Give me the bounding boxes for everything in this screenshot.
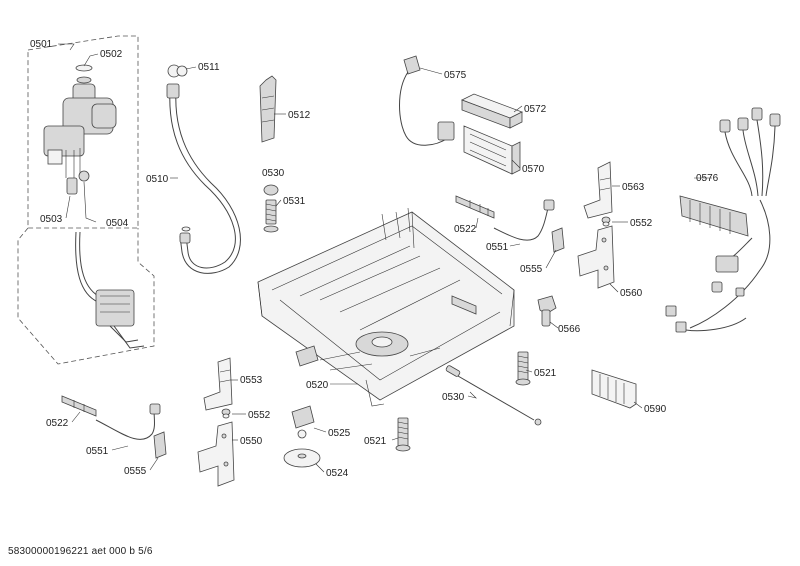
label-0552-left: 0552: [248, 410, 271, 421]
sensor-cable-0551-left: [95, 403, 161, 440]
label-0570: 0570: [522, 164, 545, 175]
label-0551-left: 0551: [86, 446, 109, 457]
foot-0530-0531: [263, 184, 279, 233]
filter-housing-0570: [463, 125, 521, 175]
label-0510: 0510: [146, 174, 169, 185]
sensor-cable-0551-right: [493, 199, 555, 241]
label-0576: 0576: [696, 173, 719, 184]
group-0504-outline: [17, 227, 155, 365]
rail-0522-left: [61, 395, 97, 417]
label-0525: 0525: [328, 428, 351, 439]
label-0522-right: 0522: [454, 224, 477, 235]
part-0590: [591, 369, 637, 409]
label-0530-bottom: 0530: [442, 392, 465, 403]
label-0551-right: 0551: [486, 242, 509, 253]
screw-0552-right: [601, 216, 611, 227]
hose-retainer-0512: [259, 75, 277, 143]
label-0560: 0560: [620, 288, 643, 299]
label-0555-right: 0555: [520, 264, 543, 275]
label-0520: 0520: [306, 380, 329, 391]
label-0590: 0590: [644, 404, 667, 415]
label-0552-right: 0552: [630, 218, 653, 229]
power-cable-0575: [399, 55, 455, 146]
screw-0552-left: [221, 408, 231, 419]
bracket-0563: [583, 161, 613, 219]
label-0530-top: 0530: [262, 168, 285, 179]
disc-0524: [283, 448, 321, 468]
foot-0521-right: [515, 351, 531, 386]
part-0566: [537, 295, 557, 327]
label-0522-left: 0522: [46, 418, 69, 429]
label-0501: 0501: [30, 39, 53, 50]
label-0563: 0563: [622, 182, 645, 193]
label-0531: 0531: [283, 196, 306, 207]
label-0555-left: 0555: [124, 466, 147, 477]
inlet-hose-0504: [75, 231, 145, 349]
foot-0521-bottom: [395, 417, 411, 452]
label-0572: 0572: [524, 104, 547, 115]
label-0511: 0511: [198, 62, 220, 73]
label-0504: 0504: [106, 218, 129, 229]
water-valve-assembly: [43, 64, 117, 195]
filter-0572: [461, 93, 523, 129]
rod-0530: [445, 365, 542, 426]
clip-0555-left: [153, 431, 167, 459]
label-0553: 0553: [240, 375, 263, 386]
label-0521-right: 0521: [534, 368, 557, 379]
leader-lines: [58, 43, 712, 473]
bracket-0553: [203, 357, 233, 411]
label-0502: 0502: [100, 49, 123, 60]
part-0525: [291, 405, 315, 439]
bracket-0550: [197, 421, 235, 487]
label-0575: 0575: [444, 70, 467, 81]
label-0524: 0524: [326, 468, 349, 479]
label-0521-bottom: 0521: [364, 436, 387, 447]
group-0501-outline: [27, 35, 139, 229]
label-0566: 0566: [558, 324, 581, 335]
rail-0522-right: [455, 195, 495, 219]
label-0512: 0512: [288, 110, 311, 121]
bracket-0560: [577, 225, 615, 289]
drain-hose-0510: [166, 64, 241, 274]
clip-0555-right: [551, 227, 565, 253]
document-footer-code: 58300000196221 aet 000 b 5/6: [8, 546, 153, 557]
label-0503: 0503: [40, 214, 63, 225]
label-0550: 0550: [240, 436, 263, 447]
base-frame-0520: [257, 207, 515, 407]
wiring-harness-0576: [665, 107, 781, 333]
